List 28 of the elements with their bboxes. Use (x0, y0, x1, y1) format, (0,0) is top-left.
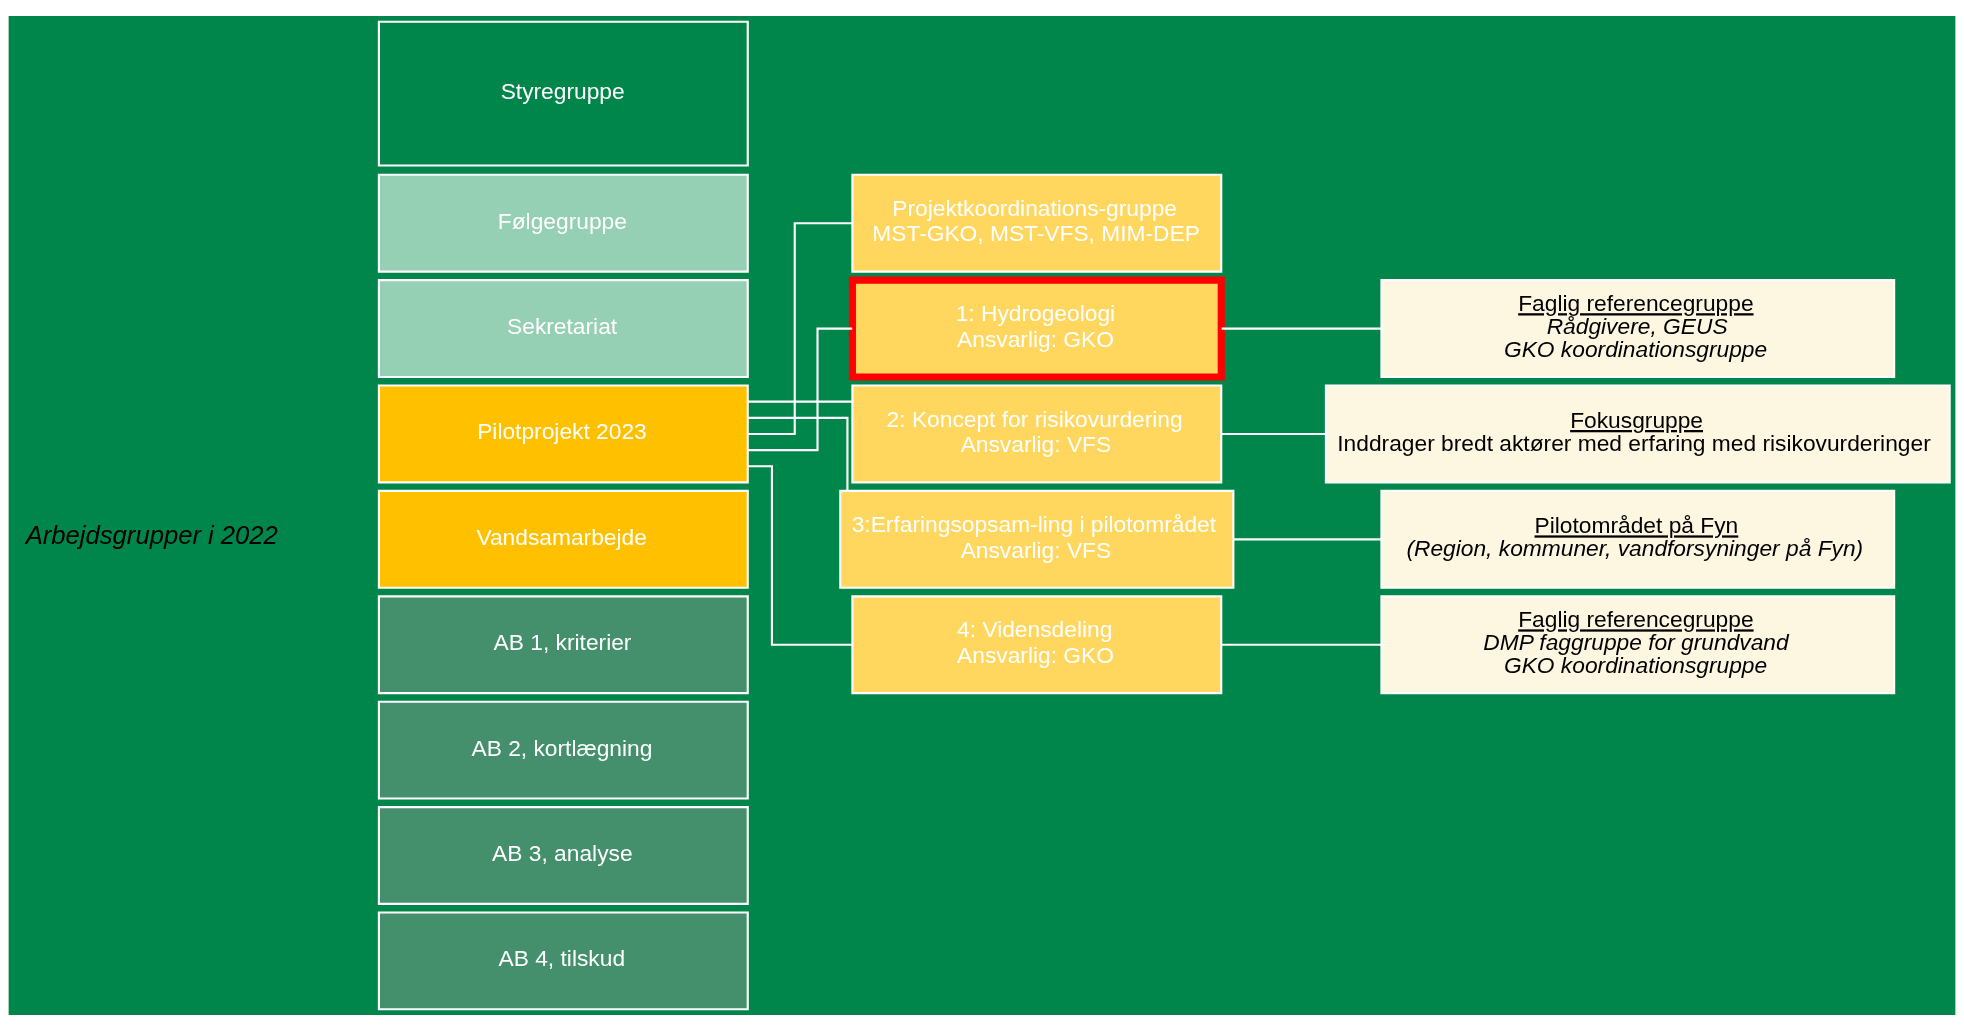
node-box: AB 3, analyse (377, 805, 749, 905)
node-box: Projektkoordinations-gruppe MST-GKO, MST-VFS, MIM-DEP (851, 173, 1223, 273)
connector (748, 416, 849, 491)
node-box: 4: Vidensdeling Ansvarlig: GKO (851, 594, 1223, 694)
node-box: Pilotområdet på Fyn (Region, kommuner, vandforsyninger på Fyn) (1380, 489, 1896, 589)
node-box: 3:Erfaringsopsam-ling i pilotområdet Ansvarlig: VFS (839, 489, 1235, 589)
node-box: Fokusgruppe Inddrager bredt aktører med erfaring med risikovurderinger (1324, 384, 1951, 483)
connector (747, 221, 853, 435)
node-box: Pilotprojekt 2023 (377, 384, 749, 483)
node-box: AB 1, kriterier (377, 594, 749, 694)
node-box: Følgegruppe (377, 173, 749, 273)
node-box: 1: Hydrogeologi Ansvarlig: GKO (848, 276, 1225, 381)
connector (1233, 537, 1381, 540)
connector (747, 400, 853, 403)
connector (1221, 432, 1326, 435)
node-box: Styregruppe (377, 20, 749, 167)
node-box: Faglig referencegruppe Rådgivere, GEUS GKO koordinationsgruppe (1380, 278, 1896, 378)
node-box: Faglig referencegruppe DMP faggruppe for grundvand GKO koordinationsgruppe (1380, 594, 1896, 694)
connector (1221, 327, 1382, 330)
node-box: Sekretariat (377, 278, 749, 378)
connector (748, 327, 853, 451)
node-box: AB 4, tilskud (377, 910, 749, 1010)
connector (1221, 643, 1382, 646)
connector (748, 464, 853, 646)
label: Arbejdsgrupper i 2022 (25, 520, 278, 549)
node-box: AB 2, kortlægning (377, 700, 749, 800)
node-box: Vandsamarbejde (377, 489, 749, 589)
node-box: 2: Koncept for risikovurdering Ansvarlig: VFS (851, 384, 1223, 483)
